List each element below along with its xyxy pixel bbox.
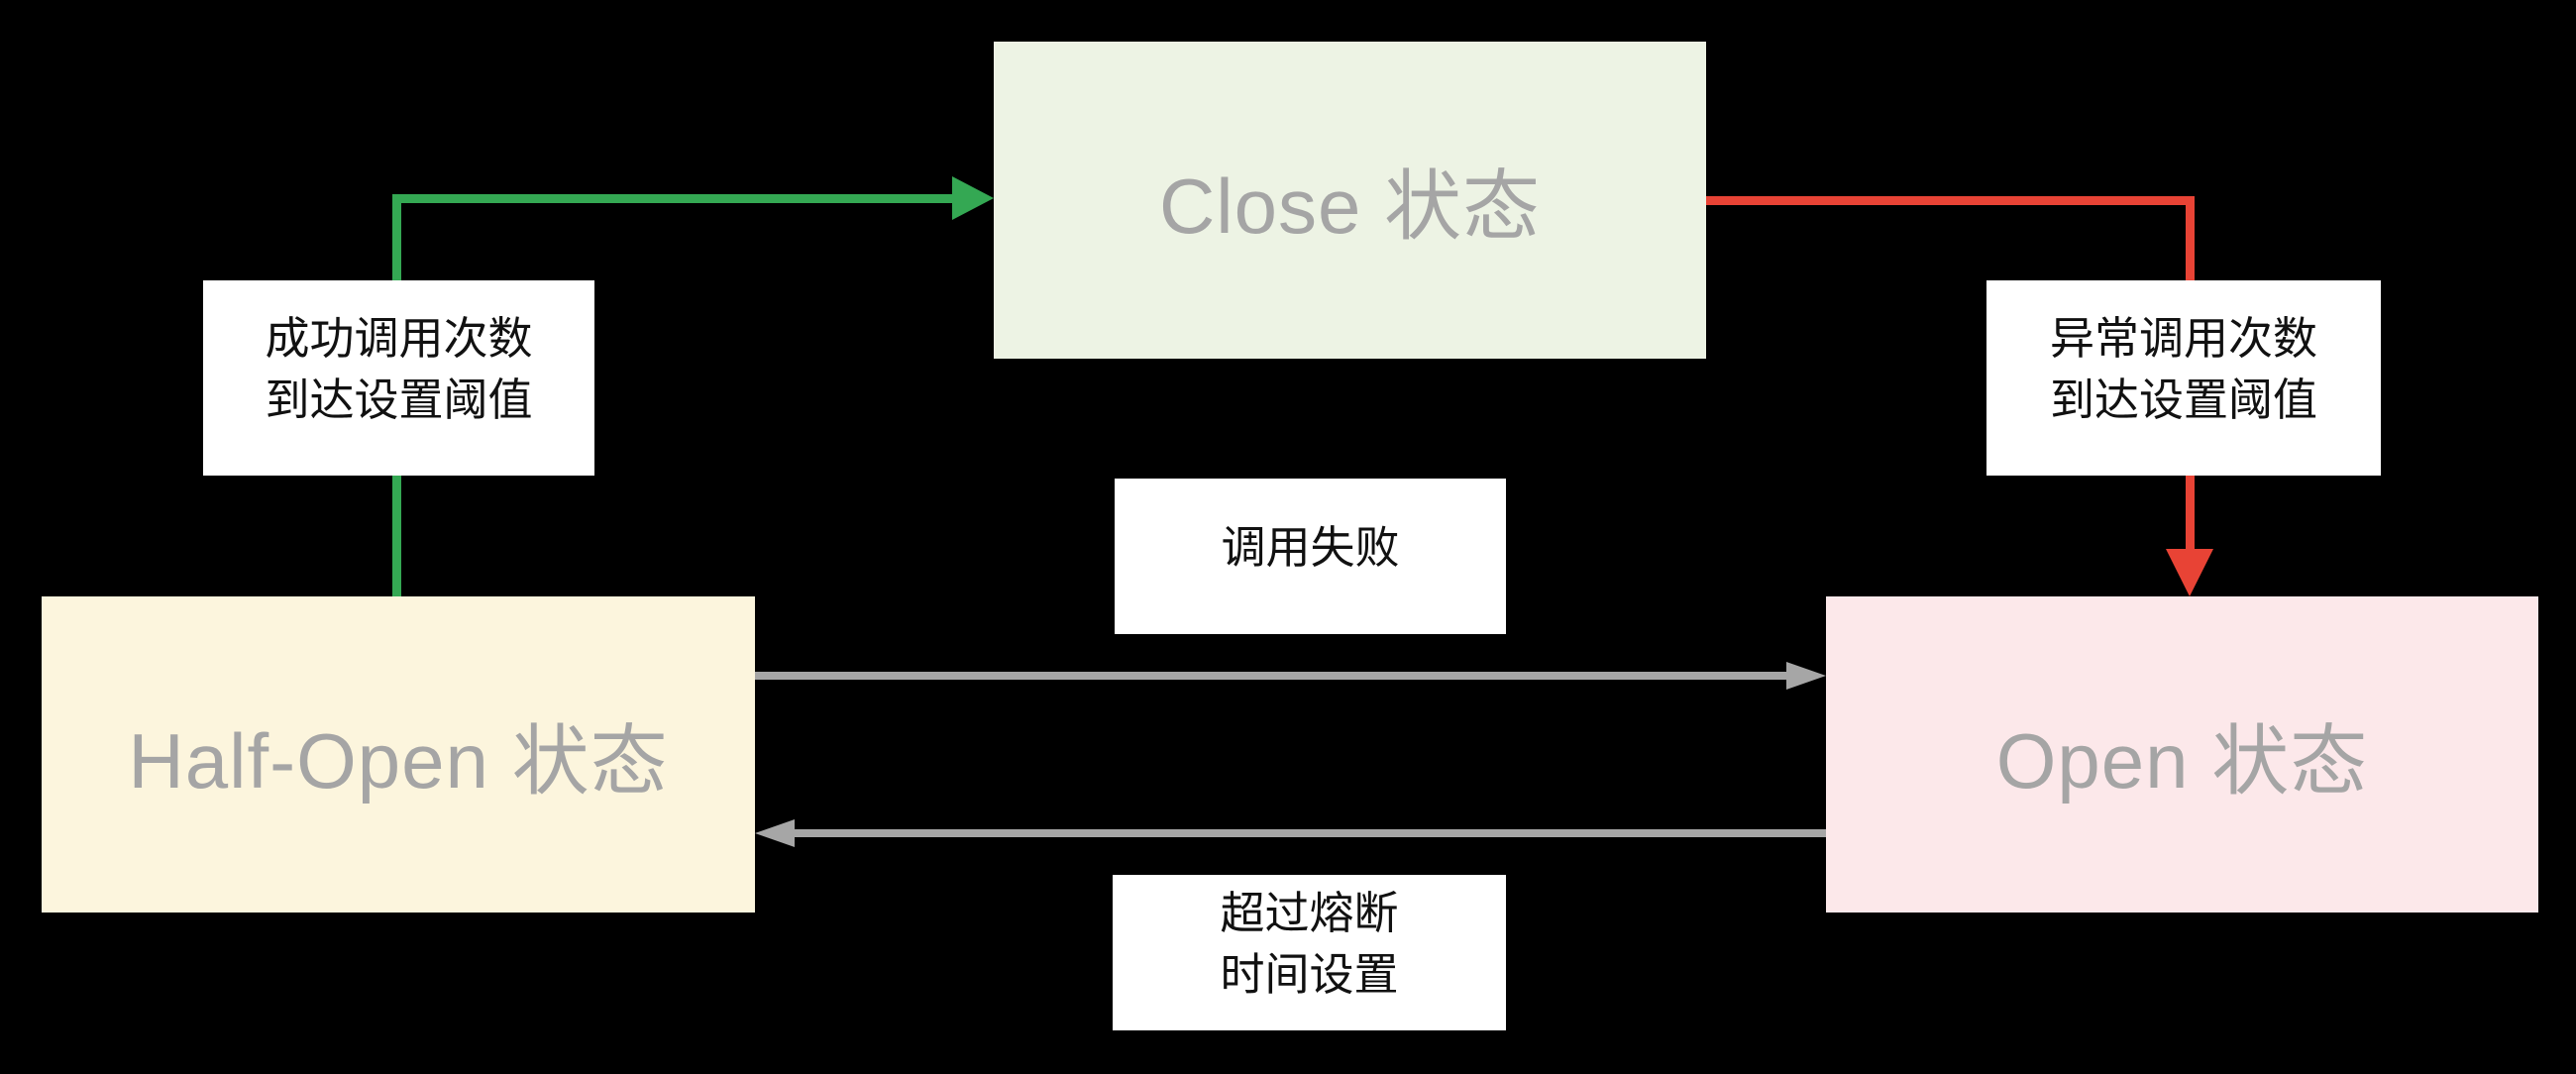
node-close-label: Close 状态 (1158, 162, 1542, 250)
gray-arrow-left-line (793, 829, 1826, 837)
edge-label-timeout: 超过熔断 时间设置 (1113, 875, 1506, 1030)
edge-label-line: 超过熔断 (1220, 887, 1399, 938)
red-arrowhead (2166, 549, 2213, 596)
edge-label-line: 异常调用次数 (2049, 312, 2317, 364)
green-arrowhead (952, 176, 994, 220)
edge-label-line: 到达设置阈值 (265, 374, 533, 425)
node-half-open-state: Half-Open 状态 (42, 596, 755, 913)
green-arrow-horizontal-line (392, 194, 952, 203)
edge-label-call-failure: 调用失败 (1115, 479, 1506, 634)
edge-label-line: 时间设置 (1220, 948, 1399, 1000)
gray-arrowhead-right (1786, 662, 1826, 690)
node-half-open-label: Half-Open 状态 (128, 716, 669, 805)
edge-label-line: 到达设置阈值 (2049, 374, 2317, 425)
node-open-state: Open 状态 (1826, 596, 2538, 913)
edge-label-line: 成功调用次数 (265, 312, 533, 364)
edge-label-line: 调用失败 (1221, 521, 1400, 573)
node-close-state: Close 状态 (994, 42, 1706, 359)
red-arrow-horizontal-line (1706, 196, 2194, 205)
edge-label-success-threshold: 成功调用次数 到达设置阈值 (203, 280, 594, 476)
node-open-label: Open 状态 (1995, 716, 2369, 805)
gray-arrow-right-line (755, 672, 1786, 680)
edge-label-failure-threshold: 异常调用次数 到达设置阈值 (1986, 280, 2381, 476)
gray-arrowhead-left (755, 819, 795, 847)
